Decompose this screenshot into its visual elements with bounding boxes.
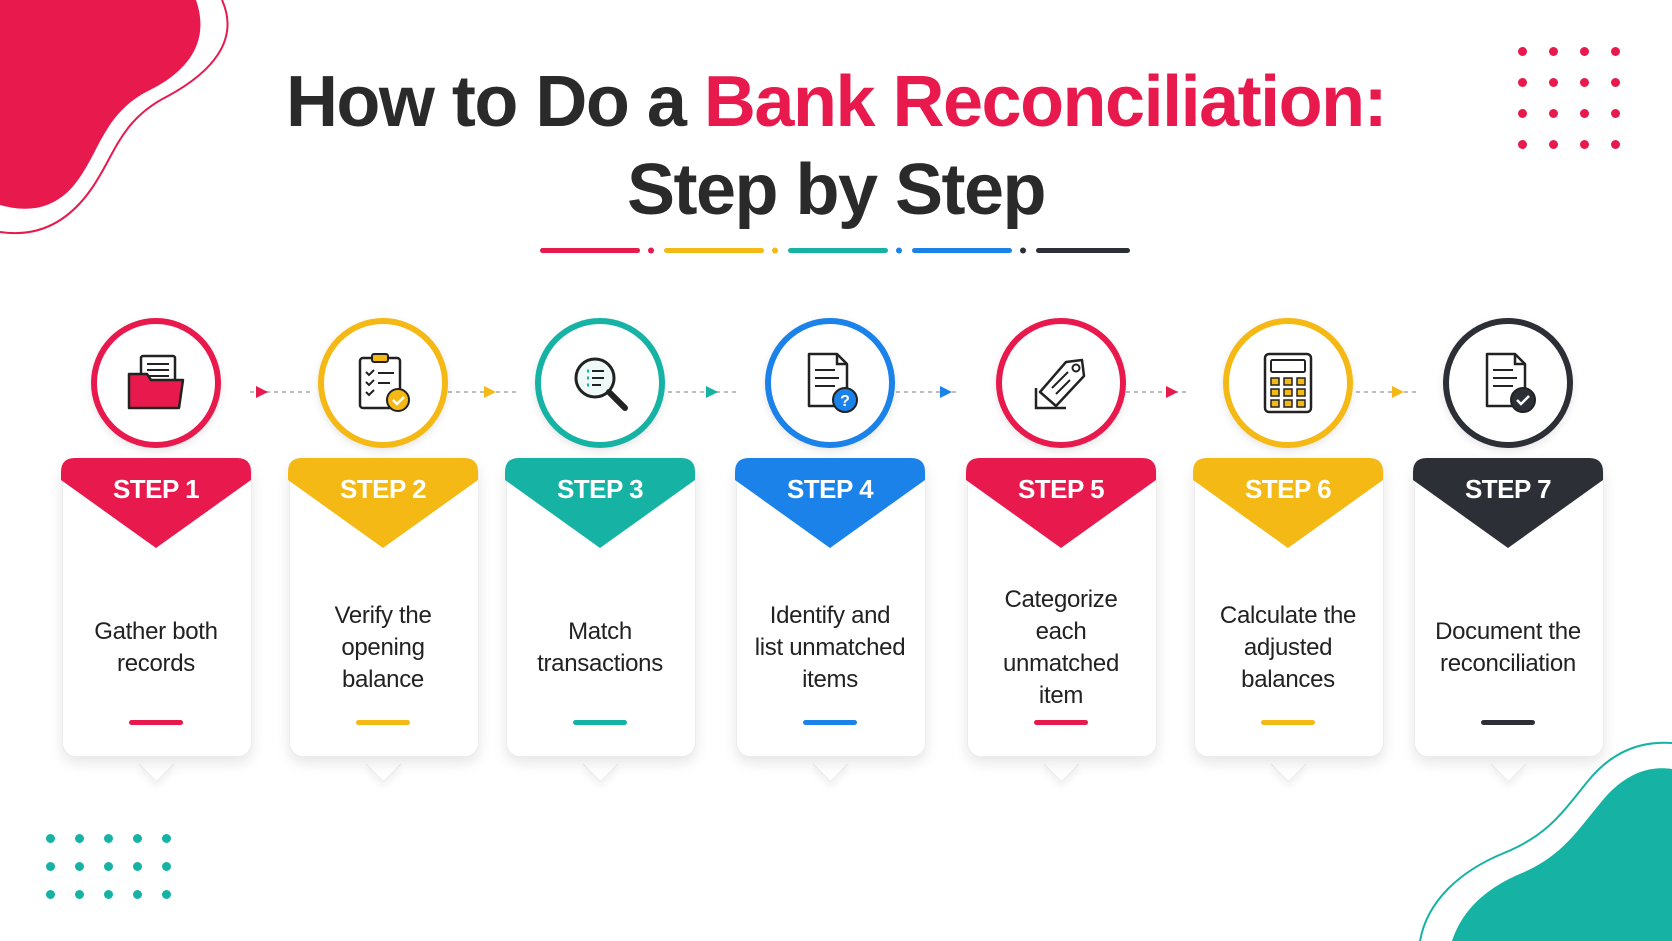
magnifier-icon: [574, 357, 628, 411]
step-icon-circle: [996, 318, 1126, 448]
step-card-2: STEP 2 Verify the opening balance: [288, 318, 479, 788]
title-prefix: How to Do a: [285, 62, 704, 142]
step-label: STEP 1: [112, 474, 200, 504]
document-question-icon: ?: [807, 352, 858, 413]
step-accent-bar: [356, 720, 410, 725]
step-icon-circle: [1223, 318, 1353, 448]
step-icon-circle: [1443, 318, 1573, 448]
step-description: Gather both records: [94, 618, 218, 677]
step-card-6: STEP 6 Calculate the adjusted balances: [1193, 318, 1384, 788]
title-underline: [540, 247, 1130, 254]
connector-arrow-5: [1110, 386, 1190, 398]
step-ribbon: [966, 458, 1156, 548]
step-ribbon: [1193, 458, 1383, 548]
folder-icon: [127, 354, 185, 410]
title-accent: Bank Reconciliation:: [703, 62, 1388, 142]
svg-text:?: ?: [840, 393, 850, 410]
step-ribbon: [1413, 458, 1603, 548]
step-ribbon: [61, 458, 251, 548]
step-accent-bar: [803, 720, 857, 725]
document-check-icon: [1485, 352, 1536, 413]
step-ribbon: [288, 458, 478, 548]
tag-icon: [1034, 358, 1086, 410]
step-ribbon: [735, 458, 925, 548]
page-title-line-2: Step by Step: [626, 150, 1047, 230]
step-label: STEP 5: [1017, 474, 1105, 504]
step-description: Document the reconciliation: [1435, 618, 1581, 677]
step-label: STEP 6: [1244, 474, 1332, 504]
connector-arrow-3: [660, 386, 740, 398]
step-accent-bar: [1261, 720, 1315, 725]
step-description: Categorize each unmatched item: [1002, 586, 1120, 709]
connector-arrow-6: [1340, 386, 1420, 398]
connector-arrow-1: [250, 386, 314, 398]
dot-pattern-bottom-left: [46, 834, 171, 899]
step-ribbon: [505, 458, 695, 548]
calculator-icon: [1263, 352, 1313, 414]
page-title-line-1: How to Do a Bank Reconciliation:: [0, 60, 1672, 144]
step-card-1: STEP 1 Gather both records: [61, 318, 252, 788]
step-label: STEP 4: [786, 474, 874, 504]
step-card-4: STEP 4 Identify and list unmatched items…: [735, 318, 926, 788]
step-icon-circle: ?: [765, 318, 895, 448]
step-card-7: STEP 7 Document the reconciliation: [1413, 318, 1604, 788]
dot-pattern-top-right: [1518, 47, 1620, 149]
corner-blob-bottom-right: [1419, 741, 1672, 941]
step-icon-circle: [535, 318, 665, 448]
step-label: STEP 7: [1464, 474, 1552, 504]
step-card-3: STEP 3 Match transactions: [505, 318, 696, 788]
step-accent-bar: [1481, 720, 1535, 725]
step-description: Identify and list unmatched items: [754, 602, 906, 693]
clipboard-check-icon: [358, 353, 410, 412]
corner-blob-top-left: [0, 0, 229, 235]
step-label: STEP 3: [556, 474, 644, 504]
step-accent-bar: [573, 720, 627, 725]
connector-arrow-2: [440, 386, 520, 398]
step-label: STEP 2: [339, 474, 427, 504]
step-description: Match transactions: [537, 618, 663, 677]
step-accent-bar: [1034, 720, 1088, 725]
step-icon-circle: [91, 318, 221, 448]
step-icon-circle: [318, 318, 448, 448]
step-accent-bar: [129, 720, 183, 725]
step-description: Calculate the adjusted balances: [1219, 602, 1357, 693]
step-card-5: STEP 5 Categorize each unmatched item: [966, 318, 1157, 788]
connector-arrow-4: [880, 386, 960, 398]
step-description: Verify the opening balance: [334, 602, 432, 693]
